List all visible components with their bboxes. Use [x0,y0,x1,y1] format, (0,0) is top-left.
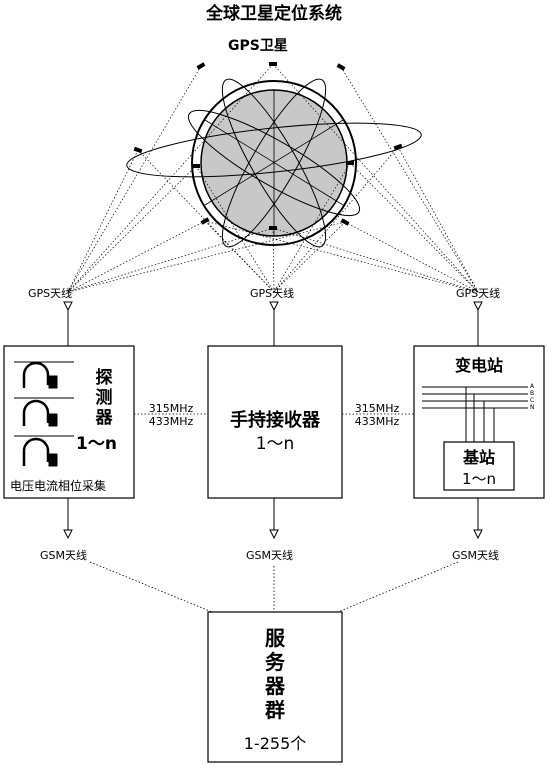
signal-line [67,220,206,293]
freq-left-top: 315MHz [148,402,194,415]
antenna-icon [269,301,279,312]
clamp-icon [22,399,50,426]
server-name: 服务器群 [265,626,285,722]
freq-left-bottom: 433MHz [148,415,194,428]
orbits [126,78,422,248]
orbit-ellipse [187,109,361,217]
substation-name: 变电站 [454,356,503,375]
gps-antennas [63,301,483,346]
antenna-icon [473,301,483,312]
orbit-ellipse [126,122,422,178]
antenna-icon [473,529,483,540]
gps-antenna-label-right: GPS天线 [456,287,501,300]
substation-box [413,345,545,499]
base-station-box [443,441,515,491]
gsm-antenna-label-right: GSM天线 [452,549,499,562]
signal-line [204,220,479,293]
detector-count: 1～n [76,434,117,454]
server-count: 1-255个 [243,734,307,753]
handheld-count: 1～n [255,434,295,454]
signal-line [204,220,275,293]
antenna-icon [63,301,73,312]
server-box [207,611,343,763]
gsm-link [89,561,213,613]
globe [191,80,357,246]
freq-right-bottom: 433MHz [354,415,400,428]
sensor-body-icon [48,375,58,389]
freq-right-top: 315MHz [354,402,400,415]
diagram-title: 全球卫星定位系统 [206,4,342,24]
gps-antenna-label-mid: GPS天线 [250,287,295,300]
signal-line [397,146,479,293]
clamp-icon [22,437,50,466]
antenna-icon [269,529,279,540]
orbit-ellipse [221,78,327,248]
detector-caption: 电压电流相位采集 [10,479,107,493]
orbit-ellipse [221,78,327,248]
signal-line [67,149,139,293]
gsm-links [89,561,459,613]
satellite-label: GPS卫星 [228,38,288,54]
detector-name: 探测器 [95,368,113,428]
signal-line [67,165,197,293]
substation-bus [422,386,528,491]
phase-label-a: A [530,383,535,390]
signal-line [272,63,479,293]
signal-line [195,165,275,293]
phase-label-b: B [530,390,535,397]
signal-line [67,221,346,293]
handheld-name: 手持接收器 [230,410,320,431]
signal-line [67,65,202,293]
signal-line [67,227,274,293]
base-station-count: 1～n [461,470,497,488]
sensor-body-icon [48,453,58,467]
gps-antenna-label-left: GPS天线 [28,287,73,300]
antenna-icon [63,529,73,540]
gsm-link [337,561,459,613]
gsm-antenna-label-left: GSM天线 [40,549,87,562]
clamp-icon [22,361,50,388]
signal-line [349,162,479,293]
signal-line [272,227,479,293]
detector-sensors [14,361,74,467]
signal-line [273,221,346,293]
detector-box [3,345,135,499]
signal-line [67,63,274,293]
gsm-antennas [63,498,483,540]
signal-line [273,146,399,293]
signal-line [273,162,351,293]
sensor-body-icon [48,413,58,427]
base-station-name: 基站 [462,448,495,467]
gsm-antenna-label-mid: GSM天线 [246,549,293,562]
phase-label-n: N [530,404,535,411]
phase-label-c: C [530,397,535,404]
handheld-box [207,345,343,499]
signal-line [340,66,479,293]
gps-signal-lines [67,63,479,293]
signal-line [344,221,479,293]
boxes [3,345,545,763]
